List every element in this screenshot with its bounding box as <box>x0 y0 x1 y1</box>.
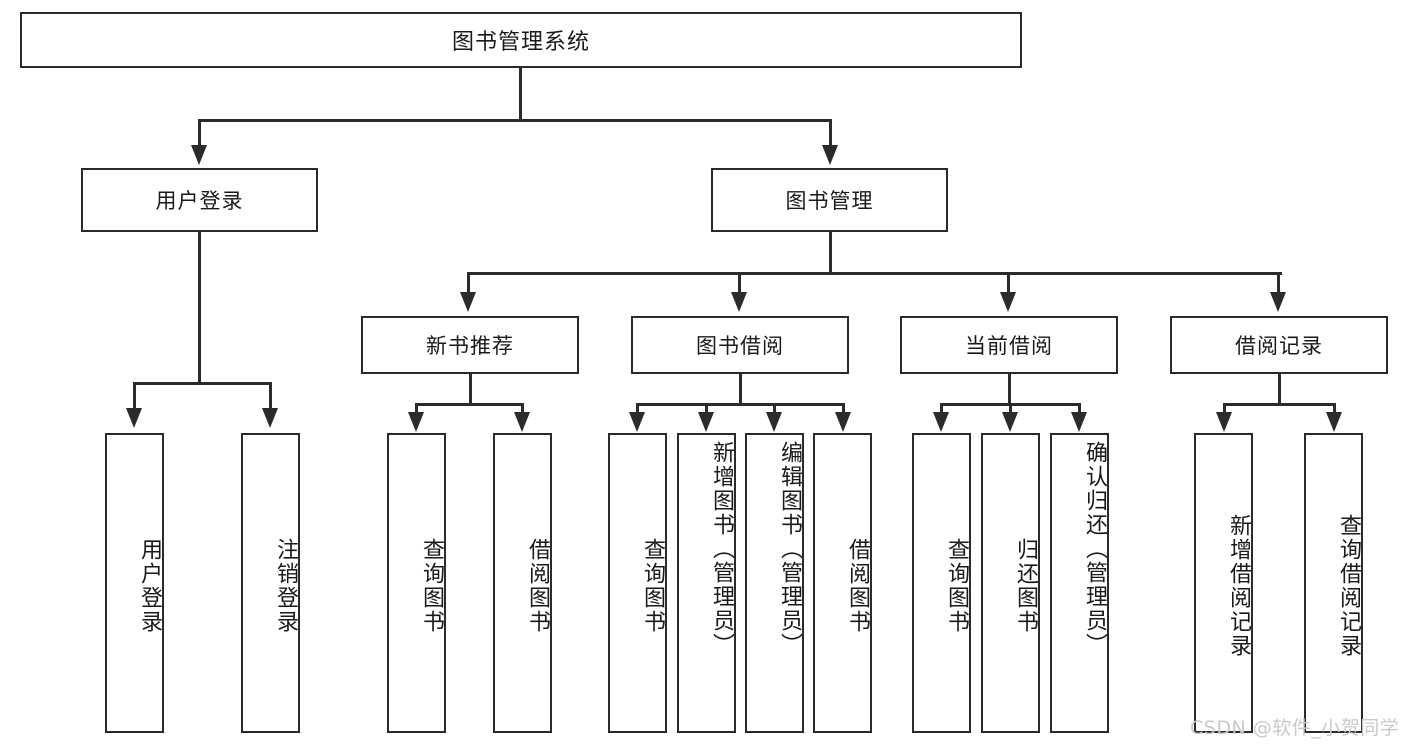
node-borrow-record[interactable]: 借阅记录 <box>1170 316 1388 374</box>
leaf-new-book-rec-borrow-book[interactable]: 借阅图书 <box>493 433 552 733</box>
connector-book-borrow-leaf2 <box>705 403 708 414</box>
connector-book-borrow-bus <box>636 403 844 406</box>
arrow-book-borrow-leaf3 <box>766 412 782 432</box>
connector-to-borrow-record <box>1277 272 1280 294</box>
connector-root-stem <box>519 68 522 120</box>
connector-user-login-leaf2 <box>269 382 272 410</box>
node-user-login[interactable]: 用户登录 <box>81 168 318 232</box>
connector-book-borrow-leaf3 <box>773 403 776 414</box>
connector-current-borrow-leaf3 <box>1078 403 1081 414</box>
arrow-current-borrow-leaf3 <box>1071 412 1087 432</box>
connector-borrow-record-bus <box>1223 403 1335 406</box>
connector-book-borrow-leaf1 <box>636 403 639 414</box>
connector-root-to-user-login <box>198 119 201 147</box>
connector-new-book-rec-bus <box>415 403 523 406</box>
leaf-user-login-login[interactable]: 用户登录 <box>105 433 164 733</box>
connector-current-borrow-leaf1 <box>940 403 943 414</box>
leaf-label: 编辑图书（管理员） <box>777 441 802 657</box>
connector-book-borrow-stem <box>739 374 742 404</box>
connector-new-book-rec-leaf2 <box>521 403 524 414</box>
arrow-to-borrow-record <box>1270 292 1286 312</box>
connector-borrow-record-leaf1 <box>1223 403 1226 414</box>
leaf-borrow-record-query-record[interactable]: 查询借阅记录 <box>1304 433 1363 733</box>
arrow-borrow-record-leaf2 <box>1326 412 1342 432</box>
node-label: 借阅记录 <box>1235 334 1323 358</box>
connector-root-to-book-management <box>829 119 832 147</box>
leaf-label: 查询图书 <box>640 538 665 634</box>
arrow-book-borrow-leaf4 <box>835 412 851 432</box>
leaf-label: 查询借阅记录 <box>1336 514 1361 658</box>
leaf-current-borrow-query-book[interactable]: 查询图书 <box>912 433 971 733</box>
connector-user-login-leaf1 <box>133 382 136 410</box>
node-label: 当前借阅 <box>965 334 1053 358</box>
leaf-label: 归还图书 <box>1013 538 1038 634</box>
arrow-book-borrow-leaf2 <box>698 412 714 432</box>
arrow-current-borrow-leaf2 <box>1002 412 1018 432</box>
leaf-label: 确认归还（管理员） <box>1082 441 1107 657</box>
leaf-borrow-record-add-record[interactable]: 新增借阅记录 <box>1194 433 1253 733</box>
leaf-label: 用户登录 <box>137 538 162 634</box>
connector-user-login-bus <box>133 382 271 385</box>
arrow-borrow-record-leaf1 <box>1216 412 1232 432</box>
leaf-book-borrow-add-book-admin[interactable]: 新增图书（管理员） <box>677 433 736 733</box>
connector-current-borrow-leaf2 <box>1009 403 1012 414</box>
node-label: 用户登录 <box>155 189 244 213</box>
connector-borrow-record-stem <box>1278 374 1281 404</box>
node-label: 图书借阅 <box>696 334 784 358</box>
arrow-to-book-management <box>822 145 838 165</box>
connector-root-bus <box>198 119 832 122</box>
leaf-label: 查询图书 <box>944 538 969 634</box>
node-label: 图书管理 <box>785 189 874 213</box>
arrow-book-borrow-leaf1 <box>629 412 645 432</box>
leaf-label: 借阅图书 <box>845 538 870 634</box>
connector-user-login-stem <box>198 232 201 383</box>
connector-to-book-borrow <box>738 272 741 294</box>
arrow-user-login-leaf1 <box>126 408 142 428</box>
connector-to-new-book-rec <box>467 272 470 294</box>
arrow-to-book-borrow <box>731 292 747 312</box>
node-label: 图书管理系统 <box>451 30 590 55</box>
leaf-user-login-logout[interactable]: 注销登录 <box>241 433 300 733</box>
leaf-label: 借阅图书 <box>525 538 550 634</box>
leaf-label: 新增图书（管理员） <box>709 441 734 657</box>
connector-book-management-stem <box>829 232 832 273</box>
connector-new-book-rec-leaf1 <box>415 403 418 414</box>
node-new-book-recommendation[interactable]: 新书推荐 <box>361 316 579 374</box>
arrow-to-user-login <box>191 145 207 165</box>
connector-to-current-borrow <box>1007 272 1010 294</box>
node-label: 新书推荐 <box>426 334 514 358</box>
leaf-current-borrow-return-book[interactable]: 归还图书 <box>981 433 1040 733</box>
connector-current-borrow-stem <box>1008 374 1011 404</box>
node-root-book-management-system[interactable]: 图书管理系统 <box>20 12 1022 68</box>
csdn-watermark: CSDN @软件_小贺同学 <box>1190 713 1399 740</box>
arrow-new-book-rec-leaf2 <box>514 412 530 432</box>
connector-borrow-record-leaf2 <box>1333 403 1336 414</box>
node-book-management[interactable]: 图书管理 <box>711 168 948 232</box>
arrow-to-current-borrow <box>1000 292 1016 312</box>
leaf-label: 查询图书 <box>419 538 444 634</box>
connector-book-borrow-leaf4 <box>842 403 845 414</box>
leaf-book-borrow-query-book[interactable]: 查询图书 <box>608 433 667 733</box>
connector-level3-bus <box>467 272 1282 275</box>
node-book-borrow[interactable]: 图书借阅 <box>631 316 849 374</box>
leaf-label: 新增借阅记录 <box>1226 514 1251 658</box>
arrow-to-new-book-rec <box>460 292 476 312</box>
arrow-current-borrow-leaf1 <box>933 412 949 432</box>
watermark-text: CSDN @软件_小贺同学 <box>1190 717 1400 739</box>
arrow-new-book-rec-leaf1 <box>408 412 424 432</box>
leaf-new-book-rec-query-book[interactable]: 查询图书 <box>387 433 446 733</box>
arrow-user-login-leaf2 <box>262 408 278 428</box>
leaf-current-borrow-confirm-return-admin[interactable]: 确认归还（管理员） <box>1050 433 1109 733</box>
connector-new-book-rec-stem <box>469 374 472 404</box>
leaf-book-borrow-borrow-book[interactable]: 借阅图书 <box>813 433 872 733</box>
leaf-label: 注销登录 <box>273 538 298 634</box>
node-current-borrow[interactable]: 当前借阅 <box>900 316 1118 374</box>
leaf-book-borrow-edit-book-admin[interactable]: 编辑图书（管理员） <box>745 433 804 733</box>
